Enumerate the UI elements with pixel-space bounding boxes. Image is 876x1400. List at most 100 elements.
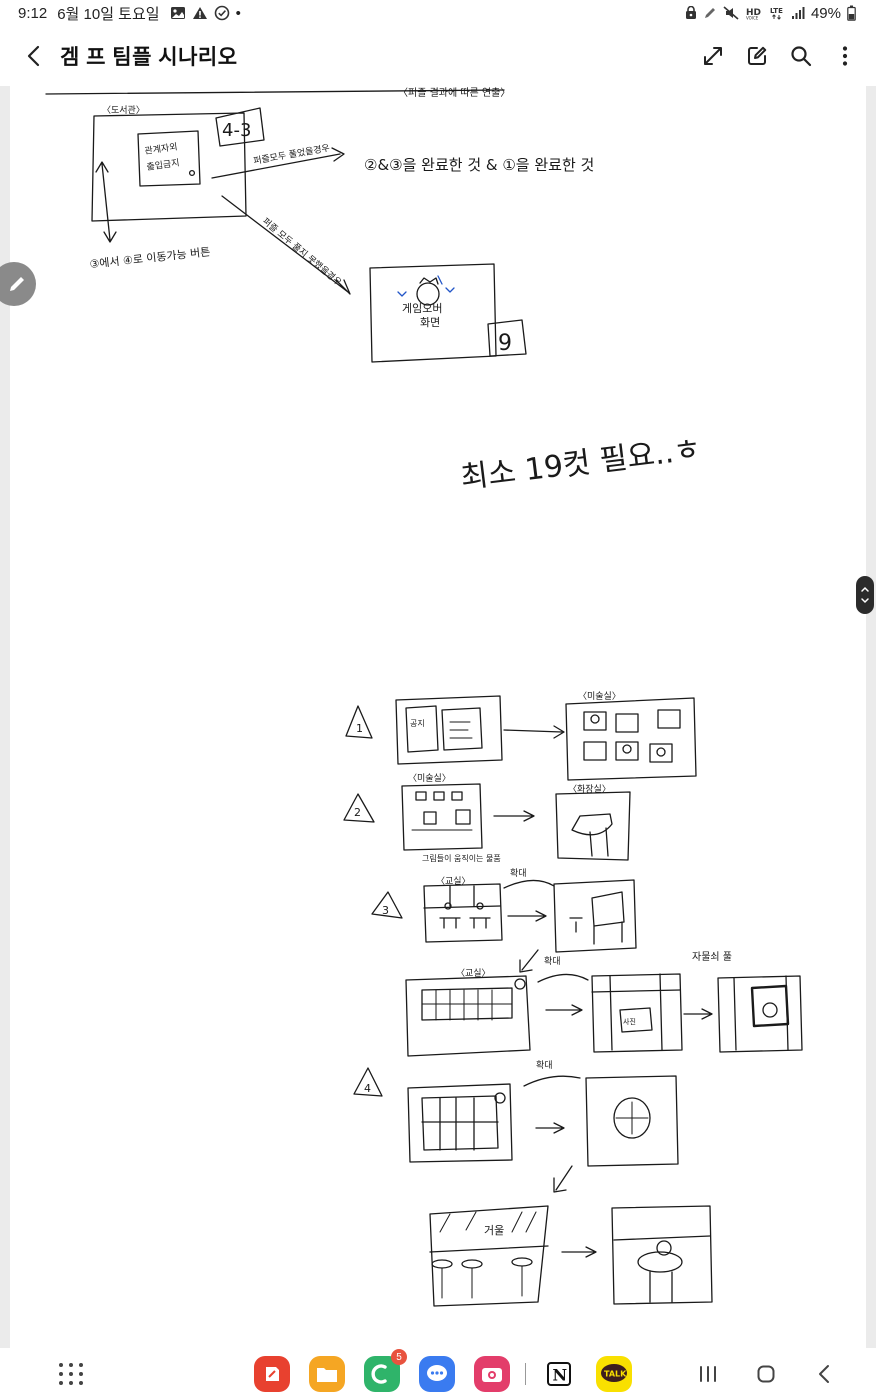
- arrow-vertical: [95, 161, 117, 243]
- status-time: 9:12: [18, 4, 48, 22]
- search-button[interactable]: [782, 34, 820, 78]
- restricted-line1: 관계자외: [144, 140, 178, 156]
- search-icon: [791, 46, 812, 67]
- classroom-label-2: 〈교실〉: [456, 968, 491, 979]
- my-files-app[interactable]: [309, 1356, 345, 1392]
- gameover-line2: 화면: [420, 316, 440, 329]
- restricted-door: [137, 130, 201, 187]
- storyboard-row-2: 2 〈미술실〉 그림들이 움직이는 물품 〈화장실〉: [343, 773, 631, 863]
- handwritten-sketch: 〈퍼즐 결과에 따른 연출〉 〈도서관〉 관계자외 출입금지 4-3 퍼즐모두 …: [45, 87, 803, 1307]
- messages-app[interactable]: [419, 1356, 455, 1392]
- minimum-cuts-text: 최소 19컷 필요..ㅎ: [459, 432, 703, 496]
- moving-items-label: 그림들이 움직이는 물품: [422, 853, 501, 863]
- chat-bubble-icon: [427, 1365, 447, 1381]
- library-scene: 〈도서관〉 관계자외 출입금지 4-3: [91, 105, 265, 222]
- home-icon: [757, 1365, 775, 1383]
- back-icon: [819, 1365, 829, 1383]
- storyboard-row-1: 1 공지 〈미술실〉: [345, 691, 697, 781]
- more-icon: [842, 46, 848, 66]
- kakaotalk-app[interactable]: TALK: [596, 1356, 632, 1392]
- arrow-solved: [211, 147, 345, 179]
- mirror-label: 거울: [484, 1224, 504, 1237]
- move-button-text: ③에서 ④로 이동가능 버튼: [89, 245, 211, 271]
- home-button[interactable]: [754, 1360, 778, 1388]
- gallery-icon: [170, 6, 186, 20]
- back-nav-button[interactable]: [812, 1360, 836, 1388]
- not-all-solved-text: 퍼즐 모두 풀지 못했을경우: [260, 215, 344, 288]
- camera-app[interactable]: [474, 1356, 510, 1392]
- check-circle-icon: [214, 5, 230, 21]
- toilet-label: 〈화장실〉: [568, 784, 611, 795]
- pencil-icon: [10, 277, 24, 291]
- lock-open-label: 자물쇠 풀: [692, 951, 732, 963]
- mute-icon: [723, 6, 739, 20]
- expand-icon: [704, 47, 722, 65]
- step-3-label: 3: [382, 904, 389, 917]
- alert-triangle-icon: [192, 6, 208, 20]
- status-dot: •: [235, 4, 241, 22]
- phone-icon: [371, 1364, 387, 1384]
- gameover-scene: 게임오버 화면 9: [369, 263, 527, 363]
- scene-number-4-3: 4-3: [222, 120, 251, 141]
- classroom-label-1: 〈교실〉: [436, 876, 471, 887]
- battery-icon: [847, 5, 856, 21]
- more-options-button[interactable]: [826, 34, 864, 78]
- svg-text:VOICE: VOICE: [746, 16, 759, 21]
- scroll-handle[interactable]: [856, 576, 874, 614]
- recent-apps-button[interactable]: [696, 1360, 720, 1388]
- step-2-label: 2: [354, 806, 361, 819]
- expand-button[interactable]: [694, 34, 732, 78]
- storyboard-row-5: 거울: [429, 1205, 713, 1307]
- notes-icon: [266, 1367, 279, 1381]
- storyboard-row-3b: 〈교실〉 확대 사진 자물쇠 풀: [405, 951, 803, 1057]
- lock-icon: [685, 6, 697, 20]
- zoom-label-2: 확대: [544, 955, 561, 967]
- divider-line: [45, 89, 505, 95]
- scene-number-box: [215, 107, 265, 147]
- svg-text:HD: HD: [746, 8, 761, 18]
- step-1-label: 1: [356, 722, 363, 735]
- chevron-up-down-icon: [861, 586, 869, 604]
- storyboard-row-3: 3 〈교실〉 확대: [371, 867, 637, 973]
- art-room-label-1: 〈미술실〉: [578, 691, 621, 702]
- lte-icon: LTE: [769, 6, 785, 20]
- recent-apps-icon: [700, 1366, 716, 1382]
- svg-text:LTE: LTE: [770, 7, 783, 15]
- phone-app[interactable]: 5: [364, 1349, 407, 1392]
- phone-badge: 5: [391, 1349, 407, 1365]
- gameover-line1: 게임오버: [402, 302, 442, 315]
- scene-number-9: 9: [498, 331, 512, 356]
- notion-app[interactable]: N: [541, 1356, 577, 1392]
- notion-letter: N: [553, 1366, 568, 1385]
- folder-icon: [317, 1368, 337, 1382]
- taskbar-dock: 5 N TALK: [254, 1349, 632, 1392]
- storyboard-row-4: 4 확대: [353, 1059, 679, 1193]
- kakaotalk-label: TALK: [604, 1370, 627, 1379]
- note-canvas[interactable]: 〈퍼즐 결과에 따른 연출〉 〈도서관〉 관계자외 출입금지 4-3 퍼즐모두 …: [0, 86, 876, 1400]
- samsung-notes-app[interactable]: [254, 1356, 290, 1392]
- notion-icon: N: [547, 1362, 571, 1386]
- camera-icon: [482, 1368, 502, 1382]
- edit-button[interactable]: [738, 34, 776, 78]
- art-room-label-2: 〈미술실〉: [408, 773, 451, 784]
- zoom-label-3: 확대: [536, 1059, 553, 1071]
- photo-label: 사진: [623, 1017, 636, 1026]
- arrow-not-solved: [221, 195, 351, 295]
- scene-label-puzzle-result: 〈퍼즐 결과에 따른 연출〉: [398, 87, 510, 99]
- back-button[interactable]: [12, 34, 56, 78]
- edit-icon: [748, 46, 767, 65]
- navigation-bar: 5 N TALK: [0, 1348, 876, 1400]
- battery-percent: 49%: [810, 4, 841, 22]
- pen-mode-button[interactable]: [0, 262, 36, 306]
- library-label: 〈도서관〉: [102, 105, 145, 116]
- pen-icon: [703, 6, 717, 20]
- chevron-left-icon: [27, 45, 40, 67]
- step-4-label: 4: [364, 1082, 371, 1095]
- note-page[interactable]: 〈퍼즐 결과에 따른 연출〉 〈도서관〉 관계자외 출입금지 4-3 퍼즐모두 …: [10, 86, 874, 1400]
- signal-icon: [791, 6, 805, 20]
- requirement-text: ②&③을 완료한 것 & ①을 완료한 것: [364, 156, 594, 174]
- note-title: 겜 프 팀플 시나리오: [60, 46, 238, 69]
- app-drawer-button[interactable]: [56, 1360, 86, 1388]
- dock-divider: [525, 1363, 526, 1385]
